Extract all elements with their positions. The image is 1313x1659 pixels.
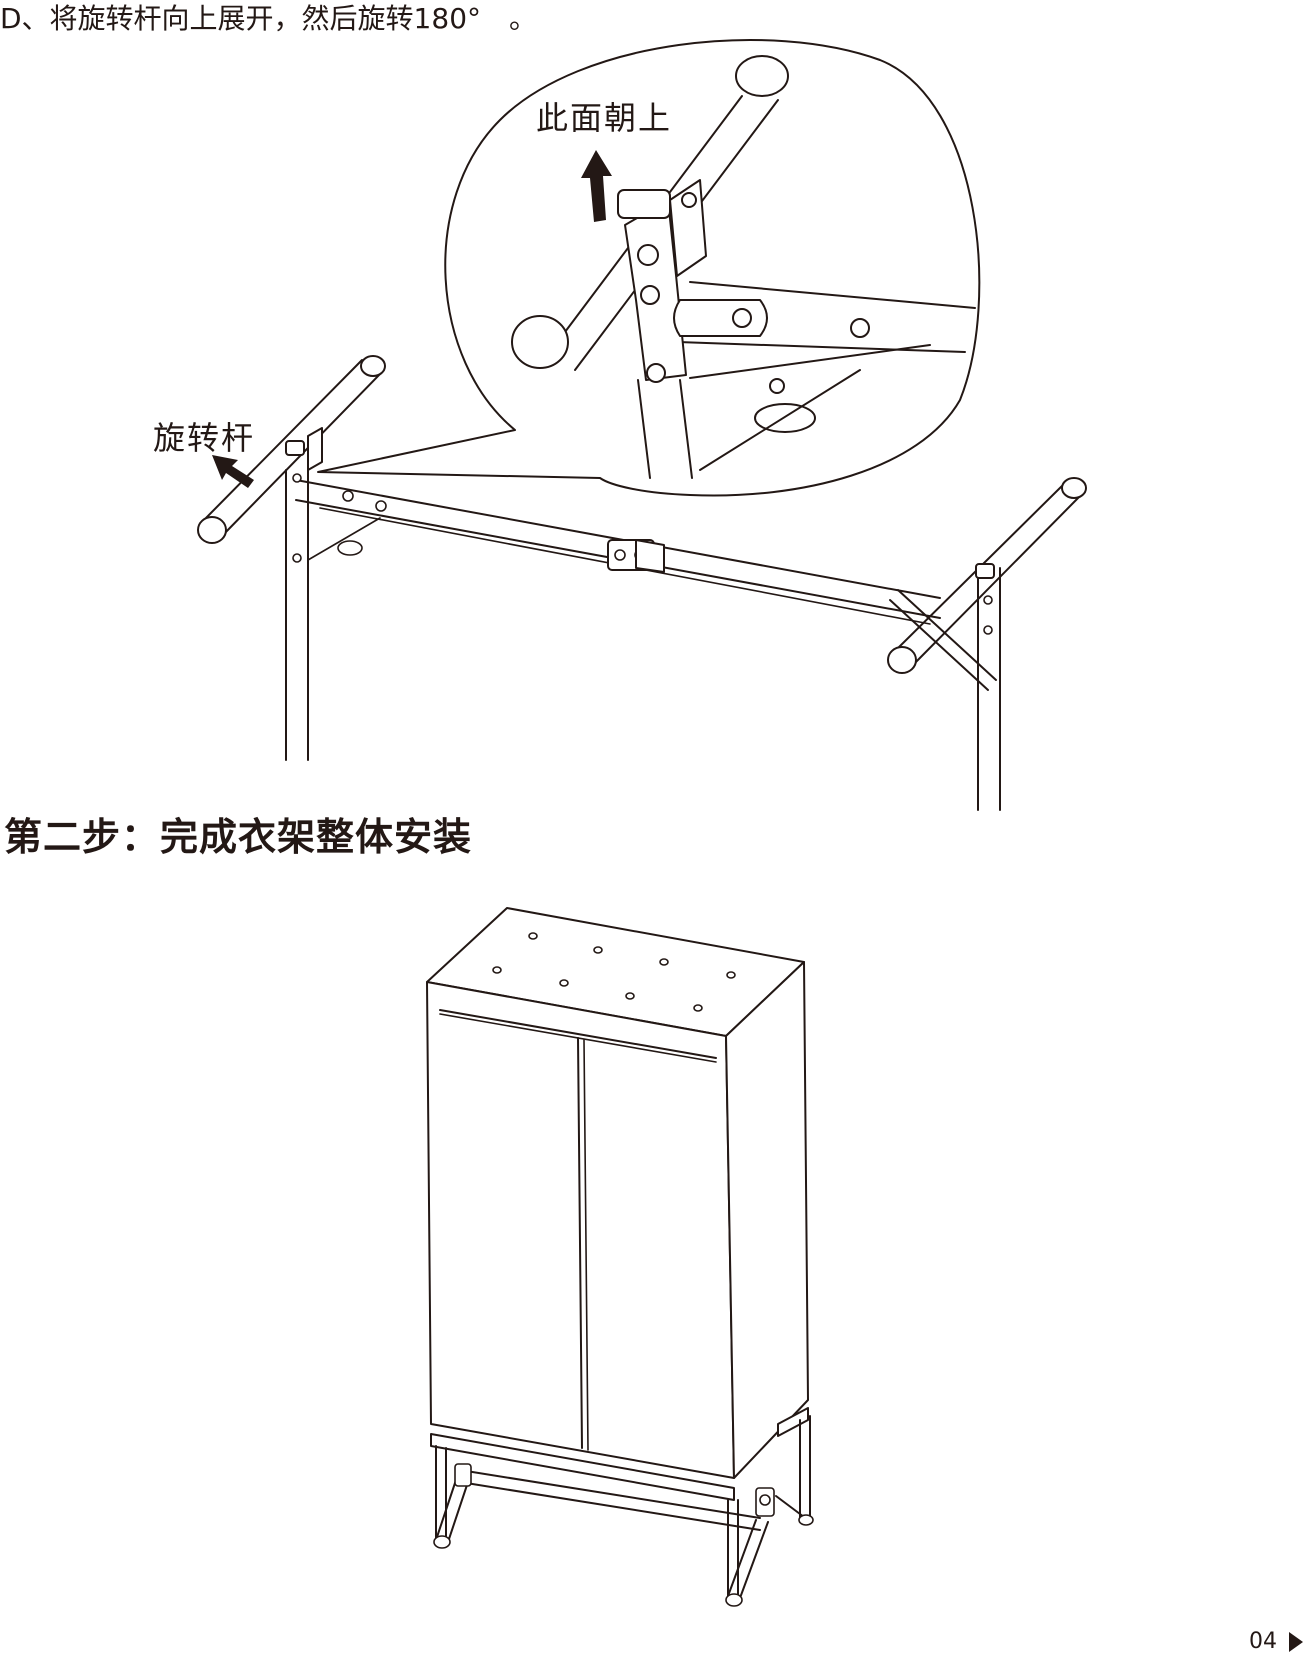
left-rotating-rod (197, 355, 386, 544)
frame-crossbar (295, 479, 941, 625)
next-page-arrow-icon (1289, 1632, 1303, 1652)
section-title: 第二步：完成衣架整体安装 (4, 815, 473, 859)
rotating-rod-arrow-icon (212, 455, 254, 488)
rotating-rod-label: 旋转杆 (153, 419, 256, 457)
step-d-instruction: D、将旋转杆向上展开，然后旋转180° 。 (0, 2, 538, 35)
left-legs (285, 459, 381, 761)
face-up-arrow-icon (581, 150, 612, 222)
base-frame (433, 1415, 814, 1607)
magnified-hinge-detail (511, 55, 976, 479)
rotating-rod-diagram (197, 39, 1087, 811)
top-holes (492, 932, 736, 1012)
face-up-label: 此面朝上 (536, 99, 673, 137)
right-rotating-rod (887, 477, 1087, 811)
page-number: 04 (1249, 1629, 1277, 1654)
